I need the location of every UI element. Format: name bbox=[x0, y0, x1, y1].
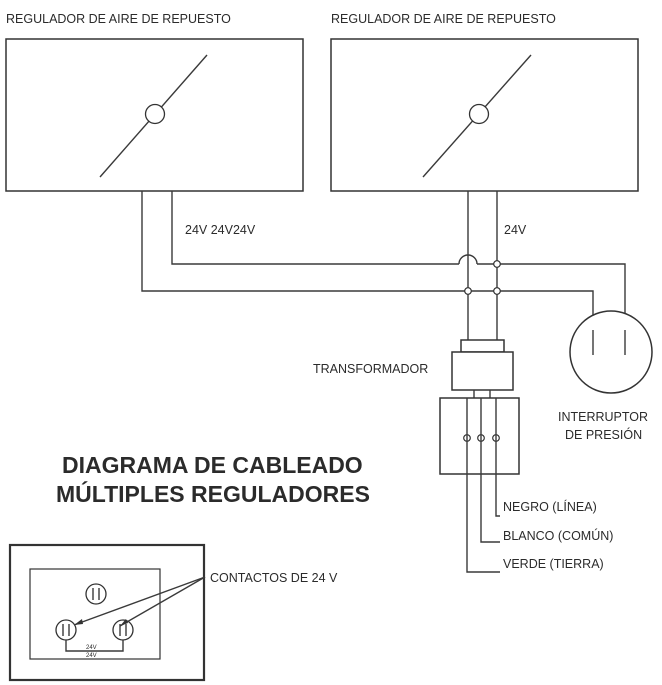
terminal-label-1: 24V bbox=[86, 645, 97, 651]
contacts-inset: 24V 24V bbox=[8, 543, 206, 682]
regulator-1 bbox=[5, 38, 304, 192]
regulator-1-label: REGULADOR DE AIRE DE REPUESTO bbox=[6, 12, 231, 26]
pressure-switch-label-line2: DE PRESIÓN bbox=[565, 427, 642, 442]
output-wires bbox=[466, 398, 500, 573]
transformer bbox=[439, 339, 520, 475]
voltage-left-label: 24V 24V24V bbox=[185, 223, 256, 237]
arrowhead-left bbox=[74, 619, 83, 625]
pressure-switch bbox=[569, 310, 653, 394]
voltage-right-label: 24V bbox=[504, 223, 527, 237]
transformer-label: TRANSFORMADOR bbox=[313, 362, 428, 376]
regulator-2-wires bbox=[467, 191, 498, 340]
wire-white-label: BLANCO (COMÚN) bbox=[503, 528, 613, 543]
screw-terminal-left bbox=[55, 619, 77, 641]
diagram-title-line1: DIAGRAMA DE CABLEADO bbox=[62, 452, 363, 478]
junction-dots bbox=[464, 260, 501, 295]
wire-black-label: NEGRO (LÍNEA) bbox=[503, 499, 597, 514]
screw-terminal-right bbox=[112, 619, 134, 641]
wire-green-label: VERDE (TIERRA) bbox=[503, 557, 604, 571]
arrowhead-right bbox=[120, 619, 128, 626]
regulator-2 bbox=[330, 38, 639, 192]
pressure-switch-label-line1: INTERRUPTOR bbox=[558, 410, 648, 424]
terminal-label-2: 24V bbox=[86, 653, 97, 659]
contacts-label: CONTACTOS DE 24 V bbox=[210, 571, 338, 585]
diagram-title-line2: MÚLTIPLES REGULADORES bbox=[56, 480, 370, 507]
regulator-2-label: REGULADOR DE AIRE DE REPUESTO bbox=[331, 12, 556, 26]
screw-terminal-top bbox=[85, 583, 107, 605]
regulator-1-wires bbox=[141, 191, 626, 355]
